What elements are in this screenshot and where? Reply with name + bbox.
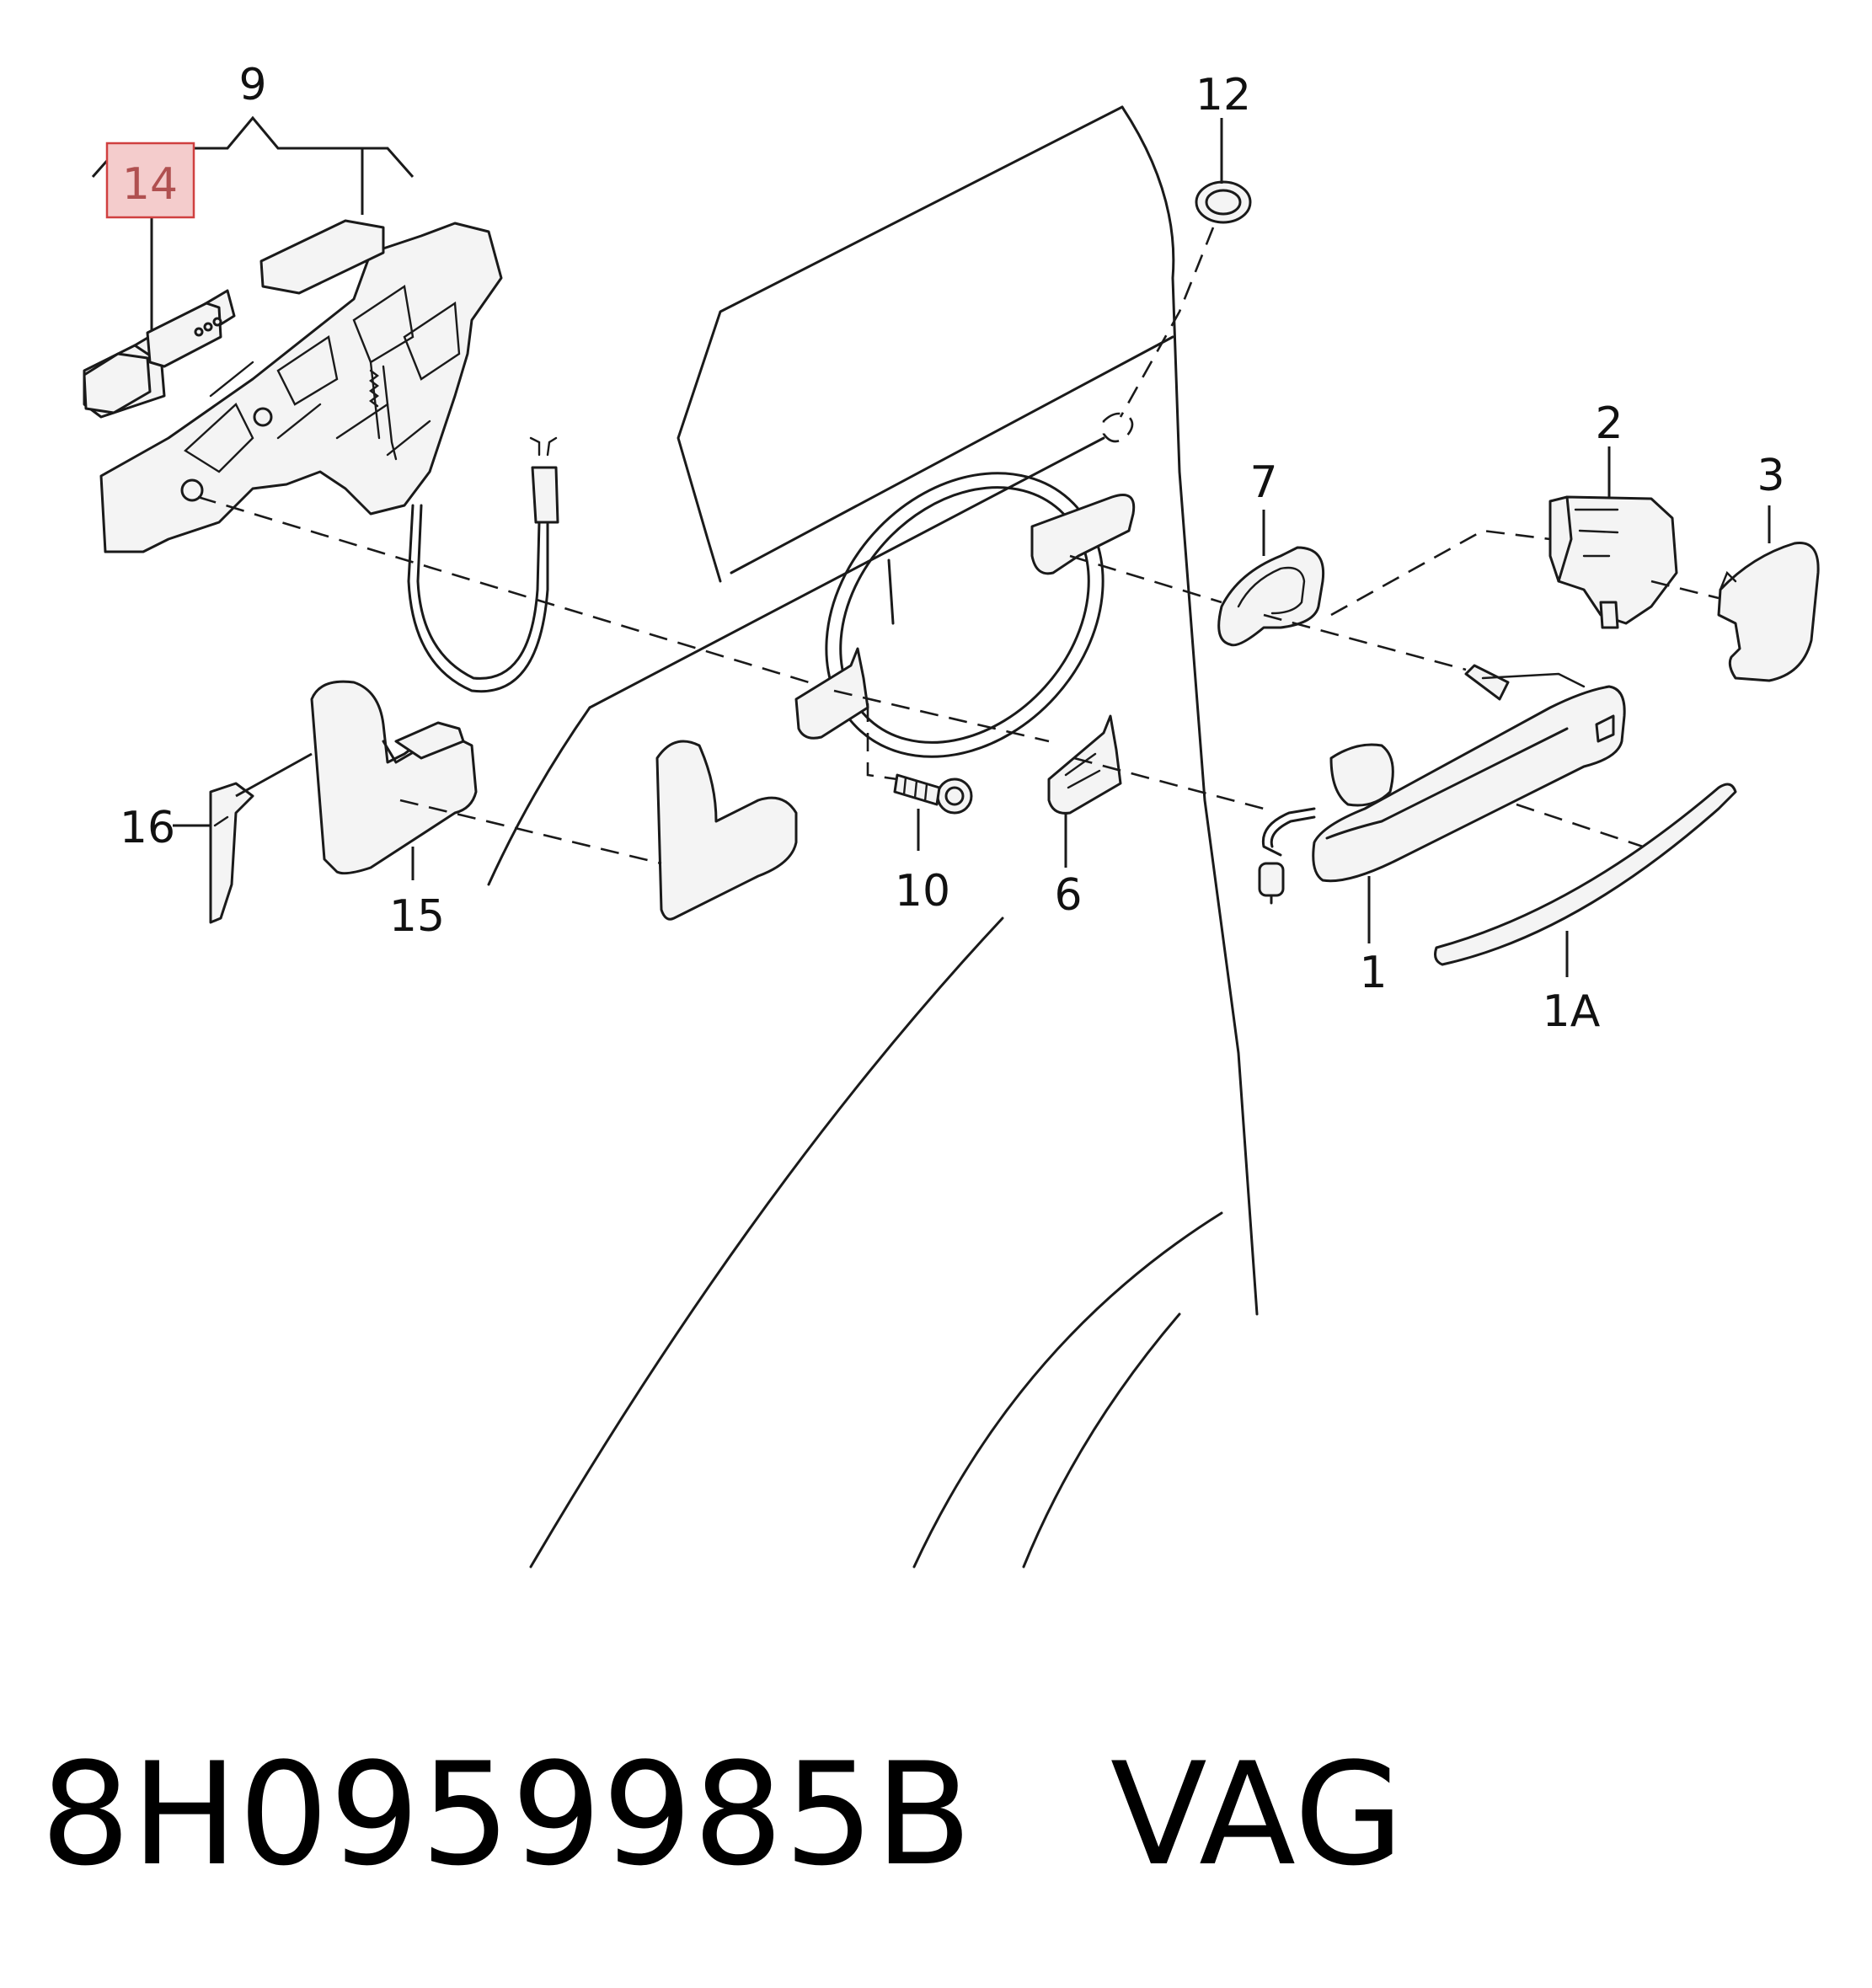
seal-patch-part bbox=[655, 740, 798, 921]
callout-12: 12 bbox=[1195, 70, 1251, 120]
callout-1: 1 bbox=[1359, 948, 1387, 998]
callout-16: 16 bbox=[120, 803, 175, 853]
gasket-part bbox=[1217, 546, 1325, 647]
callout-14-highlight bbox=[105, 142, 195, 219]
callout-6: 6 bbox=[1054, 870, 1082, 921]
screw-part bbox=[893, 773, 973, 815]
callout-10: 10 bbox=[895, 866, 950, 917]
handle-sensor-part bbox=[1258, 743, 1394, 905]
callout-9: 9 bbox=[238, 60, 266, 110]
clip-part bbox=[209, 782, 254, 924]
callout-3: 3 bbox=[1757, 451, 1784, 501]
connector-part bbox=[83, 302, 222, 414]
handle-recess bbox=[825, 472, 1104, 758]
handle-cap-part bbox=[1717, 541, 1820, 682]
trim-strip-part bbox=[1434, 783, 1737, 966]
callout-labels: 9 14 12 2 3 7 16 15 10 6 1 1A bbox=[105, 60, 1785, 1037]
assembly-lines bbox=[197, 495, 1720, 865]
door-panel-outline bbox=[487, 105, 1259, 1568]
grommet-part bbox=[1102, 180, 1252, 443]
bowden-cable bbox=[407, 436, 559, 693]
callout-7: 7 bbox=[1249, 457, 1277, 508]
seal-block-part bbox=[310, 680, 478, 875]
lock-cylinder-part bbox=[1548, 495, 1678, 629]
callout-14: 14 bbox=[122, 159, 178, 210]
callout-1a: 1A bbox=[1543, 986, 1601, 1037]
part-number-caption: 8H0959985B VAG bbox=[40, 1732, 1405, 1897]
mounting-plate-part bbox=[1047, 714, 1122, 815]
mounting-bracket-part bbox=[794, 494, 1136, 740]
callout-2: 2 bbox=[1595, 398, 1623, 449]
door-handle-part bbox=[1312, 664, 1626, 883]
callout-15: 15 bbox=[389, 891, 445, 942]
